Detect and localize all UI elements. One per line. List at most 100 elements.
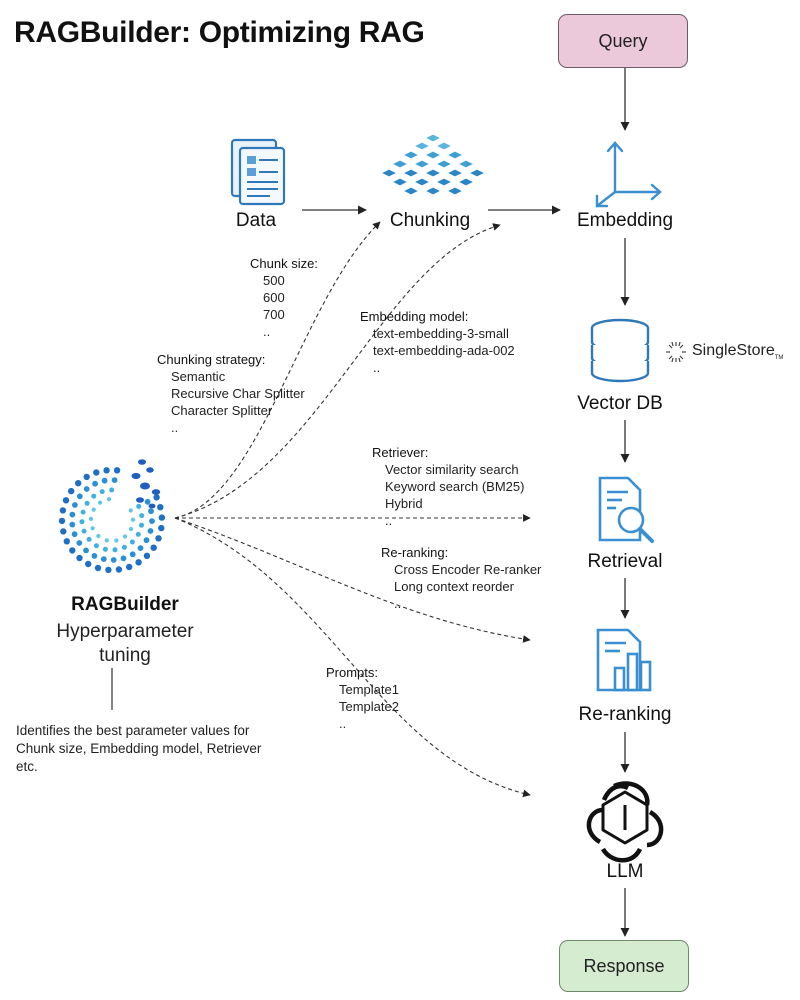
param-chunk-size: Chunk size: 500 600 700 .. [250, 255, 318, 340]
logo-dot [136, 497, 144, 503]
logo-dot [122, 534, 128, 539]
response-box: Response [559, 940, 689, 992]
logo-dot [96, 533, 101, 539]
logo-dot [60, 528, 67, 535]
logo-dot [76, 554, 83, 562]
logo-dot [68, 487, 75, 495]
param-embedding-model: Embedding model: text-embedding-3-small … [360, 308, 515, 376]
param-chunking-strategy: Chunking strategy: Semantic Recursive Ch… [157, 351, 305, 436]
logo-dot [91, 507, 96, 512]
logo-dot [93, 469, 100, 476]
embedding-model-value: text-embedding-3-small [373, 326, 509, 341]
llm-label: LLM [606, 861, 644, 882]
chunking-strategy-value: .. [171, 420, 179, 435]
chunking-icon [379, 133, 487, 196]
logo-dot [135, 559, 142, 566]
logo-dot [103, 467, 110, 474]
chunk-size-value: 600 [263, 290, 285, 305]
logo-dot [105, 566, 112, 574]
logo-dot [153, 494, 160, 501]
chunking-strategy-value: Semantic [171, 369, 226, 384]
logo-dot [76, 493, 83, 500]
logo-dot [72, 502, 78, 508]
chunking-label: Chunking [389, 210, 471, 231]
axes-icon [595, 141, 662, 208]
logo-dot [112, 547, 118, 553]
logo-dot [138, 459, 146, 465]
logo-dot [109, 487, 115, 493]
ragbuilder-subtitle: Hyperparameter tuning [56, 621, 194, 666]
chunking-strategy-label: Chunking strategy: [157, 352, 266, 367]
chunk-size-value: 500 [263, 273, 285, 288]
logo-dot [85, 560, 92, 568]
reranking-param-label: Re-ranking: [381, 545, 449, 560]
logo-dot [91, 553, 98, 559]
retrieval-icon [598, 476, 654, 543]
logo-dot [158, 514, 166, 521]
logo-dot [115, 566, 123, 573]
logo-dot [98, 500, 103, 505]
logo-dot [147, 528, 154, 534]
logo-dot [69, 547, 76, 554]
dashed-to-chunking [174, 221, 381, 519]
logo-dot [120, 555, 127, 562]
dashed-to-reranking [174, 517, 531, 643]
logo-dot [136, 503, 142, 509]
logo-dot [110, 557, 117, 563]
logo-dot [69, 511, 76, 518]
logo-dot [149, 518, 155, 524]
page-title: RAGBuilder: Optimizing RAG [14, 16, 425, 49]
logo-dot [83, 486, 90, 492]
retriever-value: Vector similarity search [385, 462, 519, 477]
logo-dot [128, 508, 133, 513]
retrieval-label: Retrieval [587, 551, 663, 572]
param-retriever: Retriever: Vector similarity search Keyw… [372, 444, 524, 529]
logo-dot [121, 544, 127, 550]
logo-dot [86, 536, 92, 542]
logo-dot [90, 526, 95, 531]
dashed-to-embedding [174, 223, 501, 519]
chunk-size-label: Chunk size: [250, 256, 318, 271]
reranking-value: Long context reorder [394, 579, 514, 594]
logo-dot [94, 564, 102, 572]
logo-dot [69, 521, 76, 528]
logo-dot [58, 517, 66, 525]
logo-dot [140, 482, 150, 490]
logo-dot [92, 480, 98, 487]
logo-dot [88, 516, 94, 522]
logo-dot [143, 537, 150, 544]
logo-dot [150, 544, 157, 551]
logo-dot [126, 563, 133, 571]
logo-dot [99, 489, 105, 495]
logo-dot [158, 524, 165, 532]
logo-dot [130, 517, 136, 522]
logo-dot [114, 538, 119, 543]
retriever-value: Keyword search (BM25) [385, 479, 525, 494]
logo-dot [62, 497, 70, 504]
logo-dot [144, 498, 151, 505]
logo-dot [128, 526, 134, 532]
embedding-model-value: text-embedding-ada-002 [373, 343, 515, 358]
singlestore-label: SingleStoreTM [692, 342, 784, 362]
reranking-icon [596, 628, 652, 692]
logo-dot [81, 528, 87, 534]
logo-dot [104, 538, 109, 543]
logo-dot [83, 547, 89, 554]
logo-dot [102, 546, 108, 552]
data-label: Data [235, 210, 277, 231]
logo-dot [135, 531, 141, 537]
retriever-label: Retriever: [372, 445, 429, 460]
llm-icon [586, 781, 664, 863]
embedding-label: Embedding [576, 210, 674, 231]
reranking-label: Re-ranking [578, 704, 672, 725]
logo-dot [146, 467, 154, 473]
logo-dot [71, 531, 78, 538]
document-icon [230, 138, 286, 206]
logo-dot [151, 489, 161, 495]
logo-dot [148, 503, 156, 509]
singlestore-logo [666, 341, 686, 363]
prompts-value: Template1 [339, 682, 399, 697]
chunking-strategy-value: Recursive Char Splitter [171, 386, 305, 401]
